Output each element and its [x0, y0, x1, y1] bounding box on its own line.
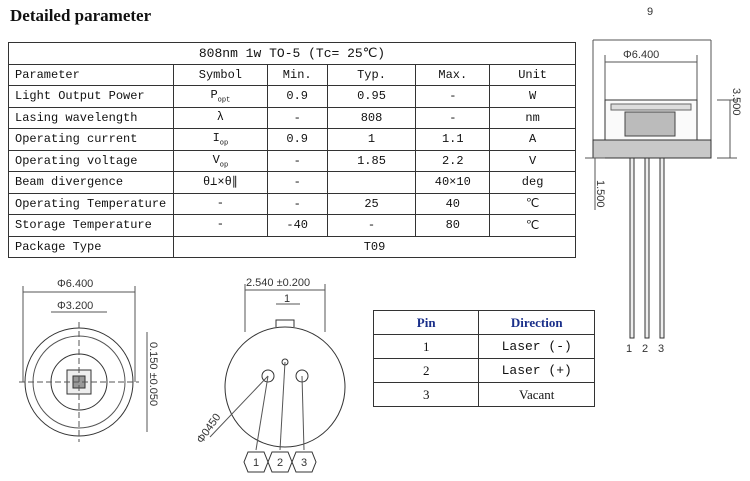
param-name: Light Output Power	[8, 85, 174, 108]
param-unit: V	[489, 149, 576, 172]
param-symbol: λ	[172, 106, 268, 129]
table-row: Operating current Iop 0.9 1 1.1 A	[8, 128, 576, 151]
col-header-parameter: Parameter	[8, 63, 174, 86]
side-pin-3-label: 3	[658, 343, 664, 355]
param-max: 1.1	[415, 128, 491, 151]
col-header-symbol: Symbol	[172, 63, 268, 86]
param-typ: -	[326, 214, 417, 237]
param-symbol: Iop	[172, 128, 268, 151]
pin-row: 2 Laser (+)	[372, 358, 595, 383]
param-min: -	[266, 171, 328, 194]
param-name: Operating voltage	[8, 149, 174, 172]
param-max: -	[415, 106, 491, 129]
front-view-drawing: Φ6.400 Φ3.200 0.150 ±0.050	[19, 278, 159, 442]
param-max: 40	[415, 192, 491, 215]
param-unit: W	[489, 85, 576, 108]
param-name: Beam divergence	[8, 171, 174, 194]
param-unit: deg	[489, 171, 576, 194]
pin-direction: Laser (+)	[478, 358, 595, 383]
pin-number: 1	[372, 334, 480, 359]
table-row: Beam divergence θ⊥×θ∥ - 40×10 deg	[8, 171, 576, 194]
front-outer-label: Φ6.400	[57, 278, 93, 290]
pin-number: 3	[372, 382, 480, 407]
pin-header: Pin	[372, 310, 480, 335]
side-pin-1-label: 1	[626, 343, 632, 355]
col-header-unit: Unit	[489, 63, 576, 86]
table-row: Storage Temperature - -40 - 80 ℃	[8, 214, 576, 237]
param-name: Operating Temperature	[8, 192, 174, 215]
front-inner-label: Φ3.200	[57, 300, 93, 312]
param-unit: nm	[489, 106, 576, 129]
param-min: -40	[266, 214, 328, 237]
table-row: Operating Temperature - - 25 40 ℃	[8, 192, 576, 215]
table-header-row: Parameter Symbol Min. Typ. Max. Unit	[8, 63, 576, 86]
col-header-min: Min.	[266, 63, 328, 86]
pin-table-header: Pin Direction	[372, 310, 595, 335]
param-unit: ℃	[489, 214, 576, 237]
param-typ	[326, 171, 417, 194]
param-name: Lasing wavelength	[8, 106, 174, 129]
side-pin-2-label: 2	[642, 343, 648, 355]
param-max: 80	[415, 214, 491, 237]
table-row: Light Output Power Popt 0.9 0.95 - W	[8, 85, 576, 108]
side-width-label: 9	[647, 6, 653, 18]
package-value: T09	[172, 235, 577, 258]
table-row: Operating voltage Vop - 1.85 2.2 V	[8, 149, 576, 172]
col-header-typ: Typ.	[326, 63, 417, 86]
param-symbol: -	[172, 192, 268, 215]
col-header-max: Max.	[415, 63, 491, 86]
pin-table: Pin Direction 1 Laser (-) 2 Laser (+) 3 …	[372, 310, 595, 407]
front-offset-label: 0.150 ±0.050	[147, 342, 159, 406]
bottom-spacing-label: 2.540 ±0.200	[246, 277, 310, 289]
param-min: -	[266, 106, 328, 129]
param-name: Storage Temperature	[8, 214, 174, 237]
param-typ: 1.85	[326, 149, 417, 172]
pin-direction: Vacant	[478, 382, 595, 407]
callout-2: 2	[277, 457, 283, 469]
param-unit: ℃	[489, 192, 576, 215]
page-title: Detailed parameter	[10, 6, 152, 25]
pin-row: 1 Laser (-)	[372, 334, 595, 359]
table-caption-row: 808nm 1w TO-5 (Tc= 25℃)	[8, 42, 576, 65]
param-typ: 25	[326, 192, 417, 215]
side-cap-label: Φ6.400	[623, 49, 659, 61]
pin-row: 3 Vacant	[372, 382, 595, 407]
param-symbol: -	[172, 214, 268, 237]
param-min: -	[266, 192, 328, 215]
pin-direction: Laser (-)	[478, 334, 595, 359]
param-typ: 808	[326, 106, 417, 129]
param-symbol: Popt	[172, 85, 268, 108]
side-height-label: 3.500	[730, 88, 742, 116]
callout-1: 1	[253, 457, 259, 469]
bottom-key-label: 1	[284, 293, 290, 305]
bottom-pin-dia-label: Φ0450	[195, 412, 224, 446]
table-row: Lasing wavelength λ - 808 - nm	[8, 106, 576, 129]
table-caption: 808nm 1w TO-5 (Tc= 25℃)	[8, 42, 576, 65]
param-max: 40×10	[415, 171, 491, 194]
param-min: -	[266, 149, 328, 172]
callout-3: 3	[301, 457, 307, 469]
param-symbol: Vop	[172, 149, 268, 172]
param-symbol: θ⊥×θ∥	[172, 171, 268, 194]
param-min: 0.9	[266, 85, 328, 108]
param-unit: A	[489, 128, 576, 151]
table-row-package: Package Type T09	[8, 235, 577, 258]
direction-header: Direction	[478, 310, 595, 335]
param-min: 0.9	[266, 128, 328, 151]
package-label: Package Type	[8, 235, 174, 258]
param-typ: 1	[326, 128, 417, 151]
side-view-drawing: 9 Φ6.400 3.500 1.500 1 2 3	[585, 6, 742, 355]
param-max: 2.2	[415, 149, 491, 172]
param-name: Operating current	[8, 128, 174, 151]
bottom-view-drawing: 2.540 ±0.200 1 Φ0450 1 2 3	[195, 277, 346, 473]
pin-number: 2	[372, 358, 480, 383]
side-flange-label: 1.500	[594, 180, 606, 208]
param-max: -	[415, 85, 491, 108]
parameter-table: 808nm 1w TO-5 (Tc= 25℃) Parameter Symbol…	[8, 42, 577, 258]
param-typ: 0.95	[326, 85, 417, 108]
